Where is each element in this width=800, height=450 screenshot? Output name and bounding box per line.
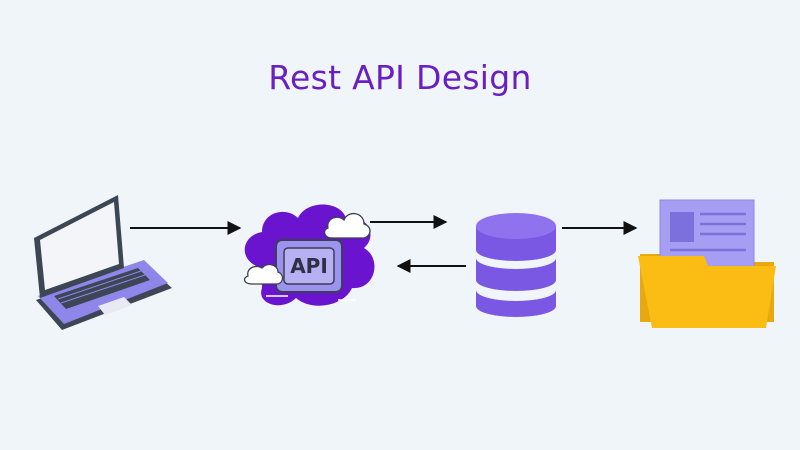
api-label: API <box>290 254 328 278</box>
folder-icon <box>638 199 776 328</box>
api-cloud-icon: API <box>243 204 375 306</box>
laptop-icon <box>34 195 172 330</box>
page-title: Rest API Design <box>268 58 532 97</box>
database-icon <box>476 213 556 317</box>
flow-arrows <box>130 215 638 273</box>
